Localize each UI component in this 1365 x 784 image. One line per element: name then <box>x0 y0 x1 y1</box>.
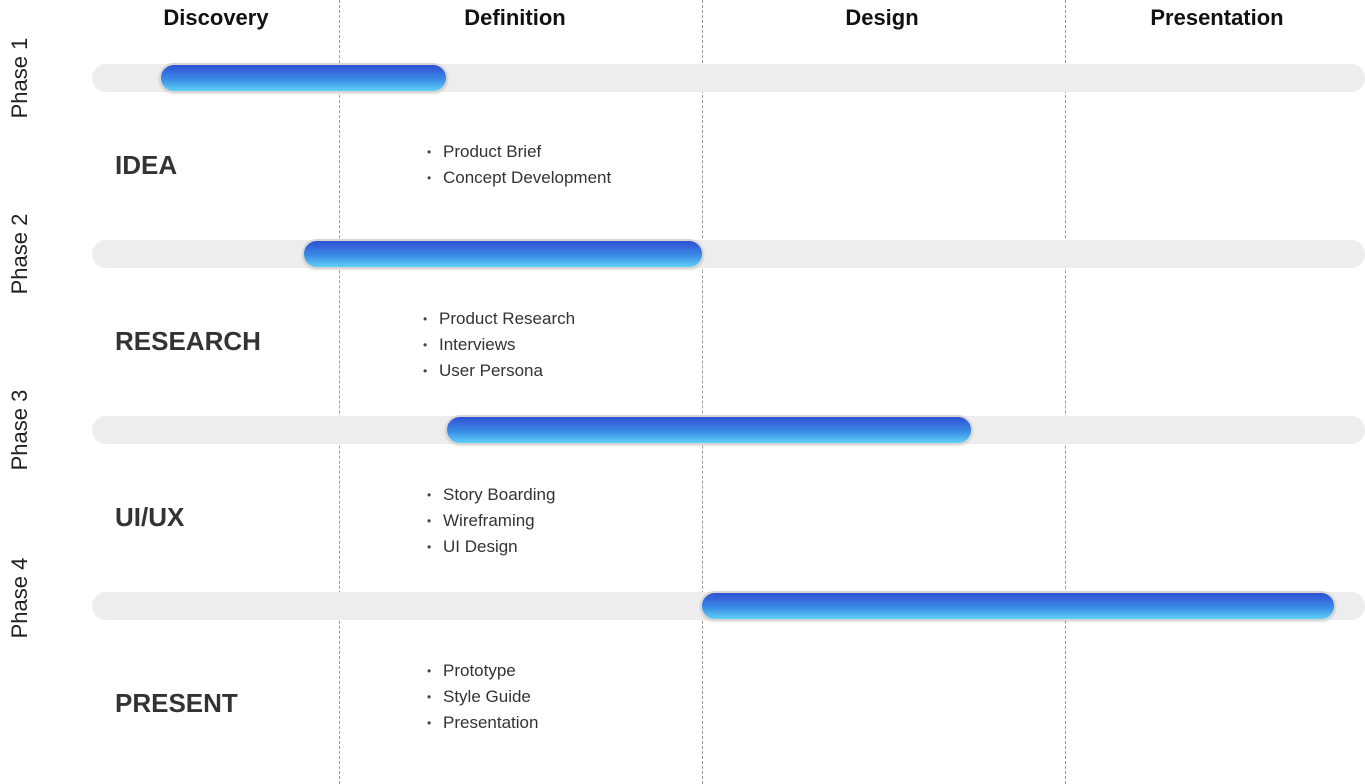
phase-4-label: Phase 4 <box>7 557 32 639</box>
column-divider <box>1065 0 1066 784</box>
phase-1-task-list: Product Brief Concept Development <box>427 139 611 191</box>
phase-4-bar[interactable] <box>700 591 1336 621</box>
column-header-definition: Definition <box>464 5 566 30</box>
phase-2-title: RESEARCH <box>115 326 261 356</box>
list-item: Story Boarding <box>427 482 555 508</box>
list-item: Product Brief <box>427 139 611 165</box>
list-item: Prototype <box>427 658 538 684</box>
list-item: UI Design <box>427 534 555 560</box>
phase-3-bar[interactable] <box>445 415 973 445</box>
column-divider <box>702 0 703 784</box>
list-item: Wireframing <box>427 508 555 534</box>
column-header-presentation: Presentation <box>1150 5 1284 30</box>
list-item: Concept Development <box>427 165 611 191</box>
list-item: Product Research <box>423 306 575 332</box>
phase-4-title: PRESENT <box>115 688 238 718</box>
phase-2-task-list: Product Research Interviews User Persona <box>423 306 575 384</box>
list-item: Interviews <box>423 332 575 358</box>
phase-1-title: IDEA <box>115 150 178 180</box>
phase-4-task-list: Prototype Style Guide Presentation <box>427 658 538 736</box>
phase-3-title: UI/UX <box>115 502 185 532</box>
phase-1-label: Phase 1 <box>7 37 32 119</box>
list-item: Style Guide <box>427 684 538 710</box>
column-header-discovery: Discovery <box>163 5 269 30</box>
column-header-design: Design <box>845 5 919 30</box>
phase-2-label: Phase 2 <box>7 213 32 295</box>
phase-1-bar[interactable] <box>159 63 448 93</box>
phase-2-bar[interactable] <box>302 239 704 269</box>
phase-2-track <box>92 240 1365 268</box>
phase-3-label: Phase 3 <box>7 389 32 471</box>
column-divider <box>339 0 340 784</box>
list-item: User Persona <box>423 358 575 384</box>
list-item: Presentation <box>427 710 538 736</box>
phase-3-task-list: Story Boarding Wireframing UI Design <box>427 482 555 560</box>
